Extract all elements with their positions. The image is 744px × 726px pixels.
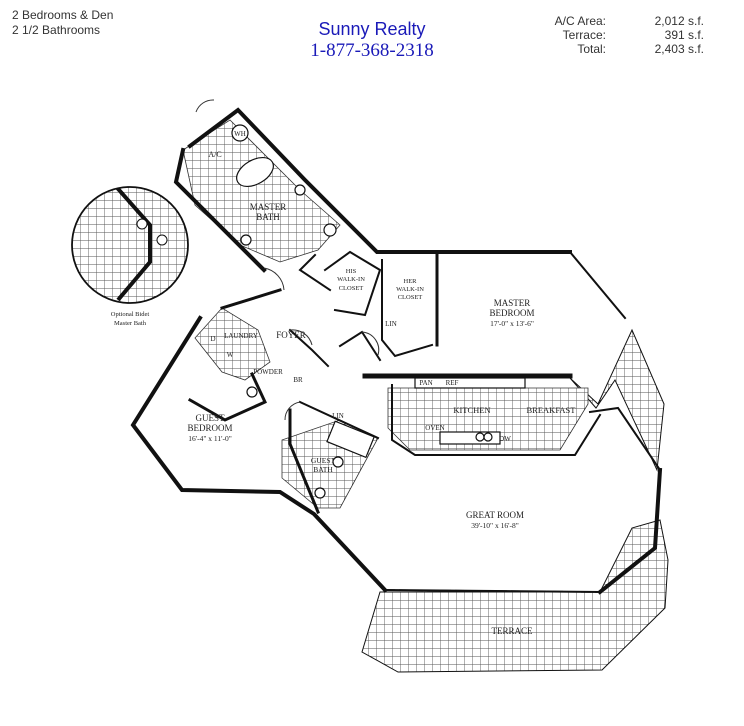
guest-toilet	[314, 487, 326, 499]
master-bath-label: MASTER	[250, 202, 287, 212]
area-label: A/C Area:	[554, 14, 606, 28]
kitchen-label: KITCHEN	[453, 405, 490, 415]
lin-guest-label: LIN	[332, 412, 344, 420]
great-room-size: 39'-10" x 16'-8"	[471, 521, 519, 530]
realty-phone[interactable]: 1-877-368-2318	[310, 40, 434, 61]
oven-label: OVEN	[425, 424, 444, 432]
master-sink	[240, 234, 252, 246]
kitchen-counter	[414, 377, 526, 389]
terrace-label: TERRACE	[491, 626, 533, 636]
br-label: BR	[293, 376, 303, 384]
area-value: 2,012 s.f.	[654, 14, 704, 28]
lin-master-label: LIN	[385, 320, 397, 328]
her-closet-label: HER	[404, 278, 418, 285]
guest-bedroom-label: BEDROOM	[187, 423, 232, 433]
windows	[181, 251, 626, 593]
realty-brand: Sunny Realty 1-877-368-2318	[0, 18, 744, 62]
optional-bidet-detail	[71, 186, 189, 304]
wh-label: WH	[234, 130, 246, 138]
her-closet-label: CLOSET	[398, 294, 423, 301]
his-closet-label: CLOSET	[339, 285, 364, 292]
guest-bath-label: GUEST	[311, 456, 336, 465]
unit-summary: 2 Bedrooms & Den 2 1/2 Bathrooms	[12, 8, 113, 38]
kitchen-sink	[475, 432, 485, 442]
ac-label: A/C	[208, 150, 221, 159]
area-label: Terrace:	[562, 28, 606, 42]
master-bedroom-label: MASTER	[494, 298, 531, 308]
area-table: A/C Area: 2,012 s.f. Terrace: 391 s.f. T…	[548, 14, 704, 56]
water-heater	[231, 124, 249, 142]
breakfast-label: BREAKFAST	[527, 405, 577, 415]
side-terrace	[569, 328, 665, 472]
terrace-area	[361, 519, 669, 673]
dryer-label: D	[210, 335, 215, 343]
optional-note: Optional Bidet	[111, 311, 150, 318]
breakfast-floor	[387, 387, 589, 451]
guest-bedroom-size: 16'-4" x 11'-0"	[188, 434, 232, 443]
guest-bath-label: BATH	[313, 465, 333, 474]
dw-label: DW	[499, 435, 511, 443]
laundry-label: LAUNDRY	[224, 332, 258, 340]
doors	[195, 99, 380, 421]
her-closet-label: WALK-IN	[396, 286, 424, 293]
optional-note: Master Bath	[114, 320, 147, 327]
bathtub	[236, 156, 274, 188]
bathrooms-label: 2 1/2 Bathrooms	[12, 23, 101, 37]
washer-label: W	[227, 351, 234, 359]
area-row: A/C Area: 2,012 s.f.	[548, 14, 704, 28]
area-value: 2,403 s.f.	[654, 42, 704, 56]
master-toilet	[323, 223, 337, 237]
pan-label: PAN	[419, 379, 432, 387]
ref-label: REF	[446, 379, 459, 387]
area-row: Total: 2,403 s.f.	[548, 42, 704, 56]
master-sink	[294, 184, 306, 196]
powder-sink	[246, 386, 258, 398]
powder-label: POWDER	[253, 368, 283, 376]
master-bedroom-size: 17'-0" x 13'-6"	[490, 319, 534, 328]
guest-bedroom-label: GUEST	[196, 413, 226, 423]
kitchen-sink	[483, 432, 493, 442]
his-closet-label: HIS	[346, 268, 357, 275]
realty-name[interactable]: Sunny Realty	[318, 19, 426, 39]
his-closet-label: WALK-IN	[337, 276, 365, 283]
master-bedroom-label: BEDROOM	[489, 308, 534, 318]
foyer-label: FOYER	[276, 330, 306, 340]
master-bath-label: BATH	[256, 212, 280, 222]
guest-tub	[326, 420, 375, 459]
area-label: Total:	[577, 42, 606, 56]
area-row: Terrace: 391 s.f.	[548, 28, 704, 42]
great-room-label: GREAT ROOM	[466, 510, 524, 520]
bedrooms-label: 2 Bedrooms & Den	[12, 8, 114, 22]
guest-sink	[332, 456, 344, 468]
area-value: 391 s.f.	[664, 28, 704, 42]
fixtures	[231, 124, 526, 499]
